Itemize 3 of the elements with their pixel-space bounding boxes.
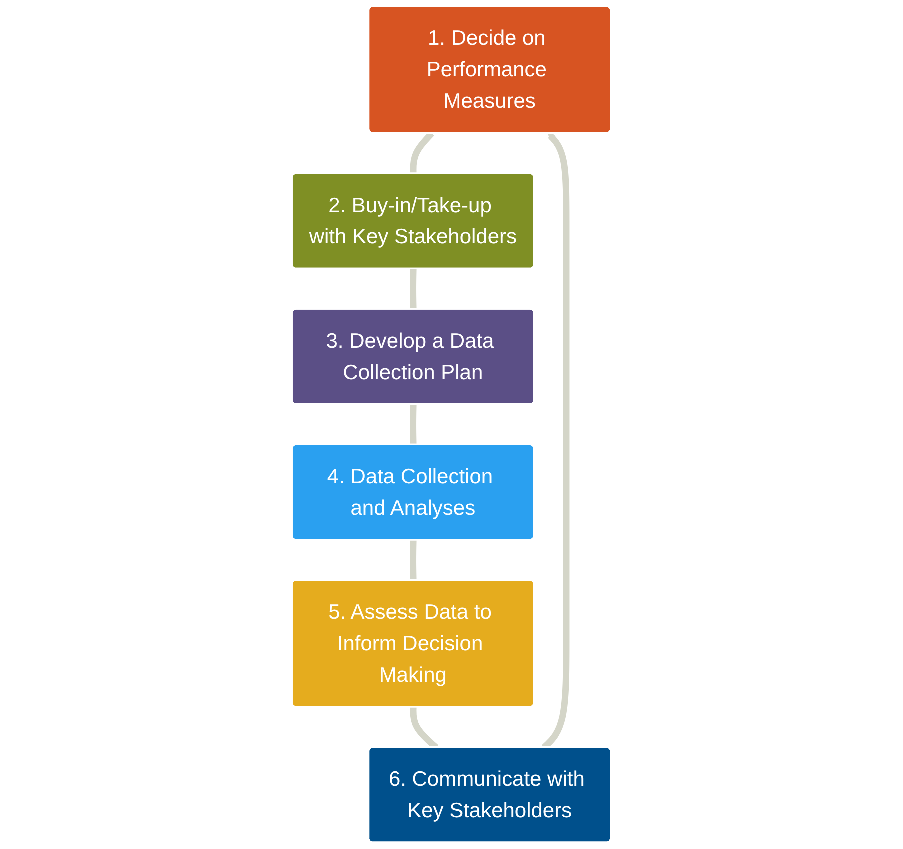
connector bbox=[410, 540, 417, 581]
connector bbox=[410, 269, 417, 310]
connector bbox=[410, 404, 417, 446]
